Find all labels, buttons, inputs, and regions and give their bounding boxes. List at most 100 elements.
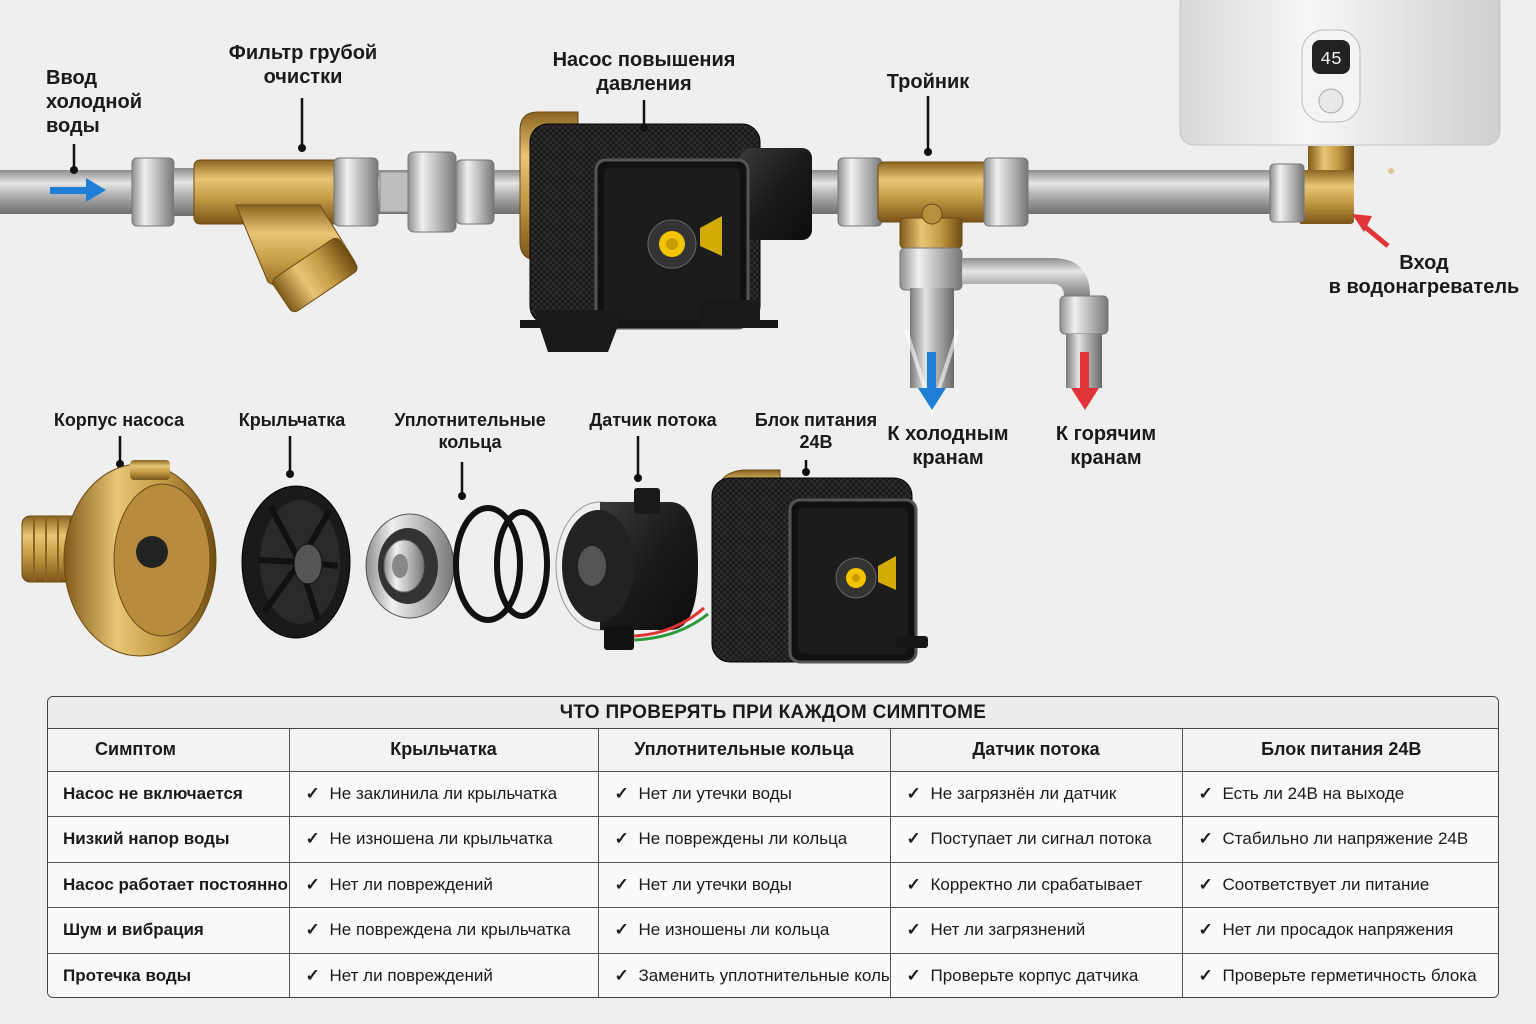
plumbing-illustration: 45 [0, 0, 1501, 664]
check-mark-icon: ✓ [614, 874, 629, 894]
tee-fitting [877, 161, 989, 249]
label-psu-24v: Блок питания 24В [754, 410, 878, 452]
check-text: Нет ли утечки воды [638, 783, 792, 803]
label-impeller: Крыльчатка [238, 410, 346, 430]
table-row: Низкий напор воды ✓ Не изношена ли крыльча… [48, 816, 1498, 863]
label-to-hot-taps: К горячим кранам [1055, 423, 1157, 469]
heater-knob [1318, 88, 1344, 114]
cold-outlet-arrow [904, 329, 960, 417]
label-o-rings: Уплотнительные кольца [394, 410, 546, 452]
check-text: Нет ли повреждений [329, 874, 493, 894]
check-cell: ✓ Проверьте герметичность блока [1182, 953, 1498, 997]
check-mark-icon: ✓ [305, 920, 320, 940]
check-cell: ✓ Не изношены ли кольца [598, 907, 891, 954]
header-impeller: Крыльчатка [289, 729, 599, 772]
check-text: Стабильно ли напряжение 24В [1222, 829, 1469, 849]
check-cell: ✓ Не изношена ли крыльчатка [289, 816, 599, 863]
check-mark-icon: ✓ [305, 783, 320, 803]
check-cell: ✓ Нет ли утечки воды [598, 771, 891, 817]
check-cell: ✓ Нет ли повреждений [289, 953, 599, 997]
check-mark-icon: ✓ [906, 783, 921, 803]
header-symptom: Симптом [48, 729, 290, 772]
check-cell: ✓ Корректно ли срабатывает [890, 862, 1183, 908]
label-coarse-filter: Фильтр грубой очистки [228, 42, 378, 88]
check-cell: ✓ Соответствует ли питание [1182, 862, 1498, 908]
cold-inlet-arrow [50, 178, 106, 202]
table-row: Насос работает постоянно ✓ Нет ли поврежде… [48, 862, 1498, 908]
table-row: Шум и вибрация✓Не повреждена ли крыльчат… [48, 907, 1498, 954]
check-cell: ✓Не повреждена ли крыльчатка [289, 907, 599, 954]
check-text: Соответствует ли питание [1222, 874, 1430, 894]
header-psu: Блок питания 24В [1182, 729, 1498, 772]
label-cold-inlet: Ввод холодной воды [46, 67, 143, 137]
check-text: Поступает ли сигнал потока [930, 829, 1152, 849]
check-text: Нет ли загрязнений [930, 920, 1086, 940]
check-mark-icon: ✓ [906, 829, 921, 849]
check-text: Не заклинила ли крыльчатка [329, 783, 558, 803]
symptom-cell: Насос не включается [48, 771, 290, 817]
check-cell: ✓ Есть ли 24В на выходе [1182, 771, 1498, 817]
check-cell: ✓ Нет ли утечки воды [598, 862, 891, 908]
check-text: Не загрязнён ли датчик [930, 783, 1117, 803]
check-mark-icon: ✓ [614, 783, 629, 803]
booster-pump [519, 111, 812, 352]
label-to-cold-taps: К холодным кранам [887, 423, 1009, 469]
water-heater: 45 [1179, 0, 1501, 174]
check-mark-icon: ✓ [906, 874, 921, 894]
check-text: Не изношена ли крыльчатка [329, 829, 553, 849]
symptom-cell: Низкий напор воды [48, 816, 290, 863]
label-booster-pump: Насос повышения давления [552, 49, 736, 95]
check-mark-icon: ✓ [1198, 829, 1213, 849]
symptom-cell: Шум и вибрация [48, 907, 290, 954]
check-mark-icon: ✓ [1198, 874, 1213, 894]
check-text: Есть ли 24В на выходе [1222, 783, 1405, 803]
check-text: Проверьте герметичность блока [1222, 966, 1477, 985]
check-text: Нет ли просадок напряжения [1222, 920, 1454, 940]
check-cell: ✓ Стабильно ли напряжение 24В [1182, 816, 1498, 863]
check-mark-icon: ✓ [305, 829, 320, 849]
heater-display: 45 [1320, 50, 1342, 70]
check-text: Нет ли утечки воды [638, 874, 792, 894]
check-cell: ✓ Проверьте корпус датчика [890, 953, 1183, 997]
pump-housing-part [21, 460, 217, 657]
table-row: Насос не включается ✓ Не заклинила ли крыл… [48, 771, 1498, 817]
hot-outlet-arrow [1071, 352, 1099, 410]
label-heater-inlet: Вход в водонагреватель [1328, 252, 1520, 298]
check-mark-icon: ✓ [906, 966, 921, 985]
symptom-cell: Протечка воды [48, 953, 290, 997]
check-mark-icon: ✓ [614, 920, 629, 940]
check-text: Нет ли повреждений [329, 966, 493, 985]
check-cell: ✓ Нет ли загрязнений [890, 907, 1183, 954]
label-tee: Тройник [886, 71, 970, 93]
check-cell: ✓ Не загрязнён ли датчик [890, 771, 1183, 817]
check-mark-icon: ✓ [906, 920, 921, 940]
check-mark-icon: ✓ [1198, 920, 1213, 940]
check-text: Не повреждены ли кольца [638, 829, 848, 849]
symptom-check-table: ЧТО ПРОВЕРЯТЬ ПРИ КАЖДОМ СИМПТОМЕ Симпто… [47, 696, 1499, 998]
check-mark-icon: ✓ [305, 874, 320, 894]
psu-part [711, 469, 928, 664]
flow-sensor-part [555, 488, 709, 650]
header-flow-sensor: Датчик потока [890, 729, 1183, 772]
table-row: Протечка воды ✓ Нет ли повреждений ✓ Заменит… [48, 953, 1498, 997]
check-text: Проверьте корпус датчика [930, 966, 1139, 985]
check-text: Заменить уплотнительные кольца [638, 966, 890, 985]
impeller-part [241, 485, 351, 639]
check-mark-icon: ✓ [305, 966, 320, 985]
bearing-part [365, 513, 455, 619]
check-cell: ✓ Поступает ли сигнал потока [890, 816, 1183, 863]
check-mark-icon: ✓ [614, 829, 629, 849]
check-text: Корректно ли срабатывает [930, 874, 1143, 894]
label-pump-housing: Корпус насоса [53, 410, 185, 430]
check-cell: ✓ Не заклинила ли крыльчатка [289, 771, 599, 817]
check-cell: ✓ Не повреждены ли кольца [598, 816, 891, 863]
check-mark-icon: ✓ [1198, 783, 1213, 803]
check-text: Не изношены ли кольца [638, 920, 830, 940]
check-mark-icon: ✓ [1198, 966, 1213, 985]
check-cell: ✓ Нет ли просадок напряжения [1182, 907, 1498, 954]
coarse-filter [193, 157, 379, 313]
symptom-cell: Насос работает постоянно [48, 862, 290, 908]
